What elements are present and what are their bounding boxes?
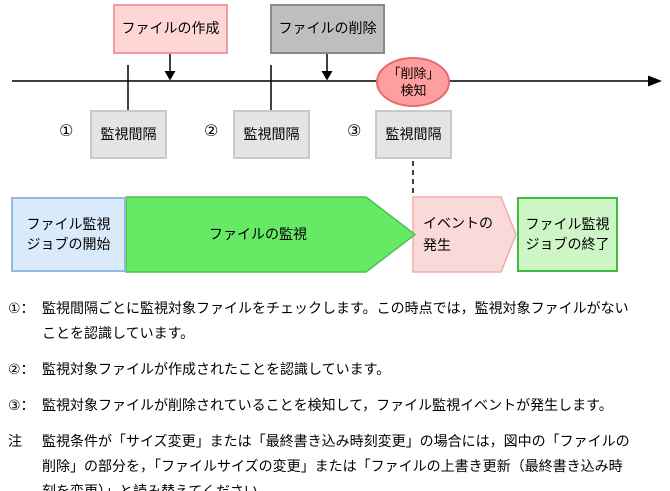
interval-1-number: ① (59, 121, 74, 140)
interval-2-box: 監視間隔 (233, 110, 310, 159)
create-drop-arrowhead-icon (164, 71, 176, 81)
flow-end-line1: ファイル監視 (525, 216, 610, 233)
flow-monitor-label: ファイルの監視 (209, 226, 307, 243)
interval-2-number: ② (204, 121, 219, 140)
note-1-label: ①： (8, 301, 35, 317)
bubble-line2: 検知 (400, 84, 427, 99)
flow-start-line2: ジョブの開始 (26, 236, 111, 253)
flow-end-box: ファイル監視 ジョブの終了 (517, 197, 618, 272)
interval-3-number: ③ (347, 121, 362, 140)
note-3-text: 監視対象ファイルが削除されていることを検知して，ファイル監視イベントが発生します… (42, 398, 613, 414)
file-delete-box: ファイルの削除 (270, 4, 385, 54)
delete-drop-arrowhead-icon (321, 71, 333, 81)
flow-event-label: イベントの 発生 (423, 197, 513, 272)
interval-1-box: 監視間隔 (90, 110, 167, 159)
flow-event-line1: イベントの (423, 215, 493, 232)
file-delete-label: ファイルの削除 (278, 21, 377, 37)
note-1: ①： 監視間隔ごとに監視対象ファイルをチェックします。この時点では，監視対象ファ… (8, 297, 662, 347)
flow-start-line1: ファイル監視 (26, 216, 111, 233)
interval-2-label: 監視間隔 (243, 126, 300, 143)
flow-monitor-arrow-shape (125, 196, 417, 273)
delete-detected-bubble: 「削除」 検知 (377, 64, 450, 102)
note-caution-label: 注 (8, 434, 22, 450)
note-2-label: ②： (8, 362, 35, 378)
note-1-text: 監視間隔ごとに監視対象ファイルをチェックします。この時点では，監視対象ファイルが… (42, 301, 629, 342)
note-2-text: 監視対象ファイルが作成されたことを認識しています。 (42, 362, 391, 378)
note-2: ②： 監視対象ファイルが作成されたことを認識しています。 (8, 358, 662, 383)
note-3-label: ③： (8, 398, 35, 414)
file-create-label: ファイルの作成 (121, 21, 220, 37)
bubble-line1: 「削除」 (387, 67, 440, 82)
interval-3-label: 監視間隔 (385, 126, 442, 143)
delete-detected-bubble-shape (376, 57, 450, 107)
flow-event-line2: 発生 (423, 237, 451, 254)
file-create-box: ファイルの作成 (113, 4, 228, 54)
note-3: ③： 監視対象ファイルが削除されていることを検知して，ファイル監視イベントが発生… (8, 394, 662, 419)
interval-3-box: 監視間隔 (375, 110, 452, 159)
flow-event-arrow-shape (412, 196, 517, 273)
notes-section: ①： 監視間隔ごとに監視対象ファイルをチェックします。この時点では，監視対象ファ… (8, 297, 662, 491)
note-caution-text: 監視条件が「サイズ変更」または「最終書き込み時刻変更」の場合には，図中の「ファイ… (42, 434, 630, 491)
flow-end-line2: ジョブの終了 (525, 236, 610, 253)
timeline-arrowhead-icon (648, 75, 662, 87)
flow-start-box: ファイル監視 ジョブの開始 (11, 197, 126, 272)
interval-1-label: 監視間隔 (100, 126, 157, 143)
note-caution: 注 監視条件が「サイズ変更」または「最終書き込み時刻変更」の場合には，図中の「フ… (8, 430, 662, 491)
